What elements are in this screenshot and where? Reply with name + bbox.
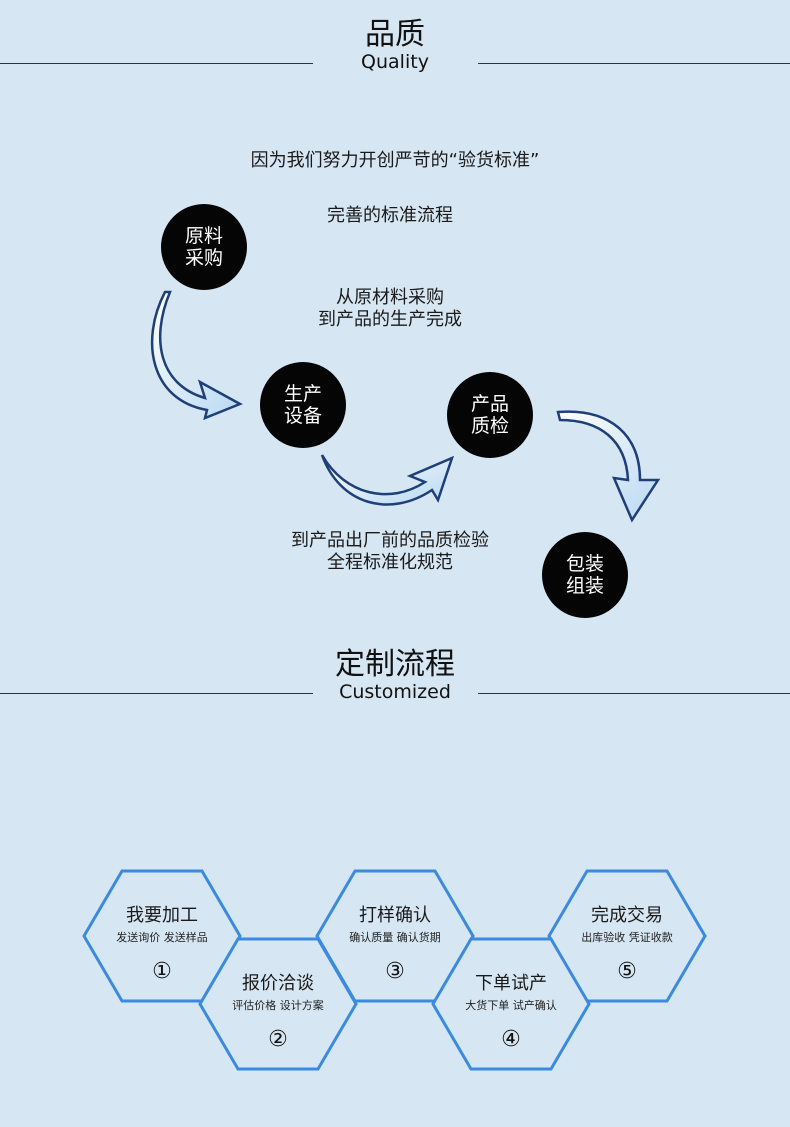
hex-step-4: 下单试产 大货下单 试产确认 ④	[431, 937, 591, 1071]
custom-divider-right	[478, 693, 790, 694]
custom-title: 定制流程	[0, 648, 790, 682]
step-2-line2: 设备	[284, 405, 322, 427]
step-circle-production: 生产 设备	[260, 362, 346, 448]
process-arrows	[0, 0, 790, 640]
step-4-line1: 包装	[566, 553, 604, 575]
arrow-3-icon	[558, 412, 658, 520]
hex-2-number: ②	[198, 1027, 358, 1052]
hex-4-number: ④	[431, 1027, 591, 1052]
step-3-line1: 产品	[471, 393, 509, 415]
hex-1-title: 我要加工	[82, 901, 242, 927]
arrow-2-icon	[322, 455, 452, 505]
step-4-line2: 组装	[566, 575, 604, 597]
step-3-line2: 质检	[471, 415, 509, 437]
custom-subtitle: Customized	[0, 682, 790, 702]
step-1-line1: 原料	[185, 225, 223, 247]
hex-2-sub: 评估价格 设计方案	[198, 997, 358, 1013]
hex-2-title: 报价洽谈	[198, 969, 358, 995]
hex-4-title: 下单试产	[431, 969, 591, 995]
hex-4-sub: 大货下单 试产确认	[431, 997, 591, 1013]
hex-3-title: 打样确认	[315, 901, 475, 927]
custom-divider-left	[0, 693, 313, 694]
arrow-1-icon	[152, 292, 240, 418]
hex-step-2: 报价洽谈 评估价格 设计方案 ②	[198, 937, 358, 1071]
step-1-line2: 采购	[185, 247, 223, 269]
step-circle-quality-check: 产品 质检	[447, 372, 533, 458]
step-circle-packaging: 包装 组装	[542, 532, 628, 618]
step-2-line1: 生产	[284, 383, 322, 405]
hex-5-title: 完成交易	[547, 901, 707, 927]
step-circle-raw-material: 原料 采购	[161, 204, 247, 290]
